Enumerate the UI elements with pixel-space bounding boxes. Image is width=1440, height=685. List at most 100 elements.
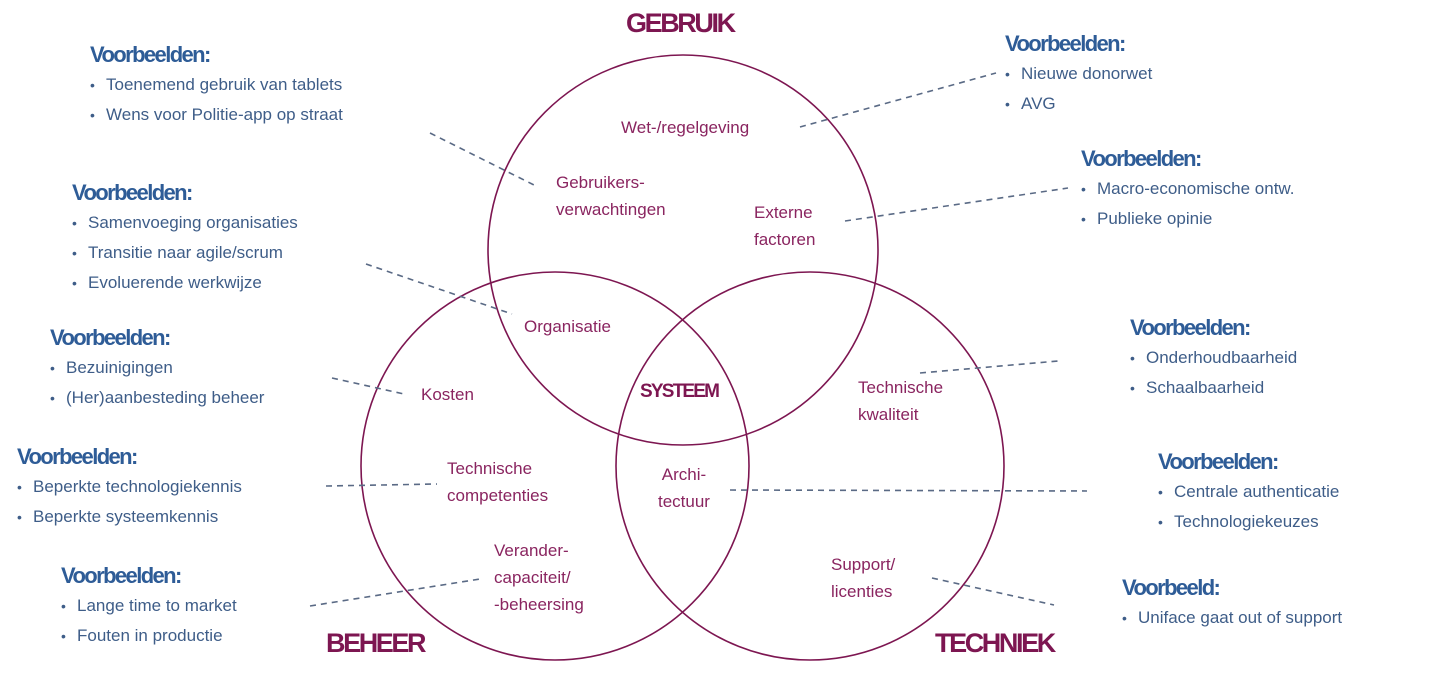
examples-architectuur: Voorbeelden: • Centrale authenticatie • Te… [1158,449,1339,537]
connector-techcomp [325,483,438,487]
example-item: • Beperkte technologiekennis [17,472,242,502]
label-technische-competenties: Technische competenties [447,455,548,509]
examples-wet-regelgeving: Voorbeelden: • Nieuwe donorwet • AVG [1005,31,1152,119]
example-text: (Her)aanbesteding beheer [66,388,265,407]
label-technische-kwaliteit: Technische kwaliteit [858,374,943,428]
connector-archi [729,489,1088,492]
label-line: licenties [831,582,893,601]
label-organisatie: Organisatie [524,317,611,336]
examples-heading: Voorbeelden: [50,325,171,350]
label-architectuur: Archi- tectuur [644,461,724,515]
examples-technische-kwaliteit: Voorbeelden: •Onderhoudbaarheid •Schaalb… [1130,315,1297,403]
examples-heading: Voorbeelden: [1130,315,1251,340]
label-line: Technische [858,378,944,397]
examples-externe-factoren: Voorbeelden: •Macro-economische ontw. •P… [1081,146,1294,234]
bullet-icon: • [50,360,55,376]
example-item: • Fouten in productie [61,621,237,651]
label-line: Archi- [661,465,707,484]
label-line: tectuur [658,492,710,511]
example-item: • Samenvoeging organisaties [72,208,298,238]
example-text: Transitie naar agile/scrum [88,243,283,262]
domain-title-gebruik: GEBRUIK [626,8,736,38]
examples-heading: Voorbeelden: [1158,449,1279,474]
bullet-icon: • [72,215,77,231]
example-text: Evoluerende werkwijze [88,273,262,292]
example-text: Uniface gaat out of support [1138,608,1343,627]
example-item: • Nieuwe donorwet [1005,59,1152,89]
example-text: Beperkte technologiekennis [33,477,242,496]
example-text: Onderhoudbaarheid [1146,348,1298,367]
circle-gebruik [487,54,879,446]
example-item: • Evoluerende werkwijze [72,268,298,298]
domain-title-beheer: BEHEER [326,628,427,658]
example-text: Fouten in productie [77,626,223,645]
bullet-icon: • [1005,66,1010,82]
example-text: AVG [1021,94,1056,113]
bullet-icon: • [1158,484,1163,500]
example-text: Beperkte systeemkennis [33,507,219,526]
example-text: Publieke opinie [1097,209,1213,228]
label-veranderc-capaciteit: Verander- capaciteit/ -beheersing [494,537,584,618]
connector-externe [844,187,1069,222]
example-item: • Onderhoudbaarheid [1130,343,1297,373]
bullet-icon: • [61,628,66,644]
example-item: • Publieke opinie [1081,204,1294,234]
label-gebruikersverwachtingen: Gebruikers- verwachtingen [556,169,666,223]
bullet-icon: • [17,479,22,495]
bullet-icon: • [90,77,95,93]
example-item: • Uniface gaat out of support [1122,603,1342,633]
example-text: Samenvoeging organisaties [88,213,298,232]
label-line: verwachtingen [556,200,666,219]
examples-support-licenties: Voorbeeld: • Uniface gaat out of support [1122,575,1342,633]
example-item: • Technologiekeuzes [1158,507,1339,537]
bullet-icon: • [1130,380,1135,396]
circle-beheer [360,271,750,661]
example-item: • AVG [1005,89,1152,119]
label-line: Technische [447,459,533,478]
example-text: Technologiekeuzes [1174,512,1319,531]
bullet-icon: • [1005,96,1010,112]
label-externe-factoren: Externe factoren [754,199,815,253]
example-item: •Bezuinigingen [50,353,264,383]
bullet-icon: • [1122,610,1127,626]
connector-organisatie [365,263,513,315]
examples-heading: Voorbeeld: [1122,575,1221,600]
examples-technische-competenties: Voorbeelden: •Beperkte technologiekennis… [17,444,242,532]
label-line: Verander- [494,541,569,560]
connector-gebruikers [429,132,537,187]
bullet-icon: • [50,390,55,406]
example-text: Centrale authenticatie [1174,482,1340,501]
bullet-icon: • [61,598,66,614]
examples-organisatie: Voorbeelden: •Samenvoeging organisaties … [72,180,298,298]
example-item: •Macro-economische ontw. [1081,174,1294,204]
center-title-systeem: SYSTEEM [640,381,720,402]
circle-techniek [615,271,1005,661]
example-text: Nieuwe donorwet [1021,64,1153,83]
example-item: • Lange time to market [61,591,237,621]
label-line: competenties [447,486,549,505]
label-support-licenties: Support/ licenties [831,551,895,605]
example-item: •Transitie naar agile/scrum [72,238,298,268]
examples-heading: Voorbeelden: [72,180,193,205]
bullet-icon: • [1081,211,1086,227]
examples-heading: Voorbeelden: [1005,31,1126,56]
examples-veranderc-capaciteit: Voorbeelden: • Lange time to market • Fout… [61,563,237,651]
label-line: capaciteit/ [494,568,571,587]
example-item: • Beperkte systeemkennis [17,502,242,532]
label-line: Support/ [831,555,896,574]
bullet-icon: • [1158,514,1163,530]
example-text: Macro-economische ontw. [1097,179,1295,198]
examples-gebruikersverwachtingen: Voorbeelden: •Toenemend gebruik van tabl… [90,42,343,130]
example-text: Wens voor Politie-app op straat [106,105,343,124]
connector-kosten [331,377,405,395]
label-line: -beheersing [494,595,584,614]
example-text: Lange time to market [77,596,237,615]
example-item: • (Her)aanbesteding beheer [50,383,264,413]
examples-heading: Voorbeelden: [61,563,182,588]
bullet-icon: • [1130,350,1135,366]
bullet-icon: • [90,107,95,123]
bullet-icon: • [17,509,22,525]
bullet-icon: • [72,275,77,291]
example-text: Toenemend gebruik van tablets [106,75,343,94]
